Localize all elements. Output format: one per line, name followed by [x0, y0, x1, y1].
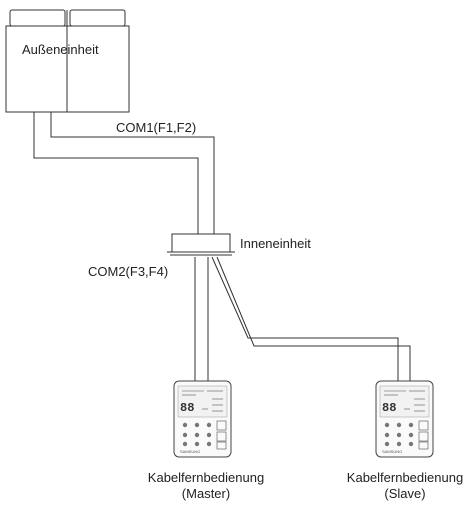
indoor-unit-label: Inneneinheit — [240, 236, 311, 251]
com2-label: COM2(F3,F4) — [88, 264, 169, 279]
com1-cable — [33, 112, 215, 234]
remote-master-role: (Master) — [181, 486, 231, 501]
remote-slave-role: (Slave) — [384, 486, 426, 501]
remote-controller-master — [173, 380, 232, 458]
remote-master-name: Kabelfernbedienung — [147, 470, 265, 485]
com2-cable — [194, 256, 411, 381]
remote-master-display: 88 — [180, 401, 195, 415]
com1-label: COM1(F1,F2) — [116, 120, 197, 135]
outdoor-unit-label: Außeneinheit — [22, 42, 99, 57]
remote-slave-display: 88 — [382, 401, 397, 415]
indoor-unit — [167, 233, 235, 256]
outdoor-unit — [5, 9, 130, 113]
remote-slave-name: Kabelfernbedienung — [346, 470, 464, 485]
remote-slave-brand: SAMSUNG — [382, 449, 403, 454]
remote-controller-slave — [375, 380, 434, 458]
remote-master-brand: SAMSUNG — [180, 449, 201, 454]
